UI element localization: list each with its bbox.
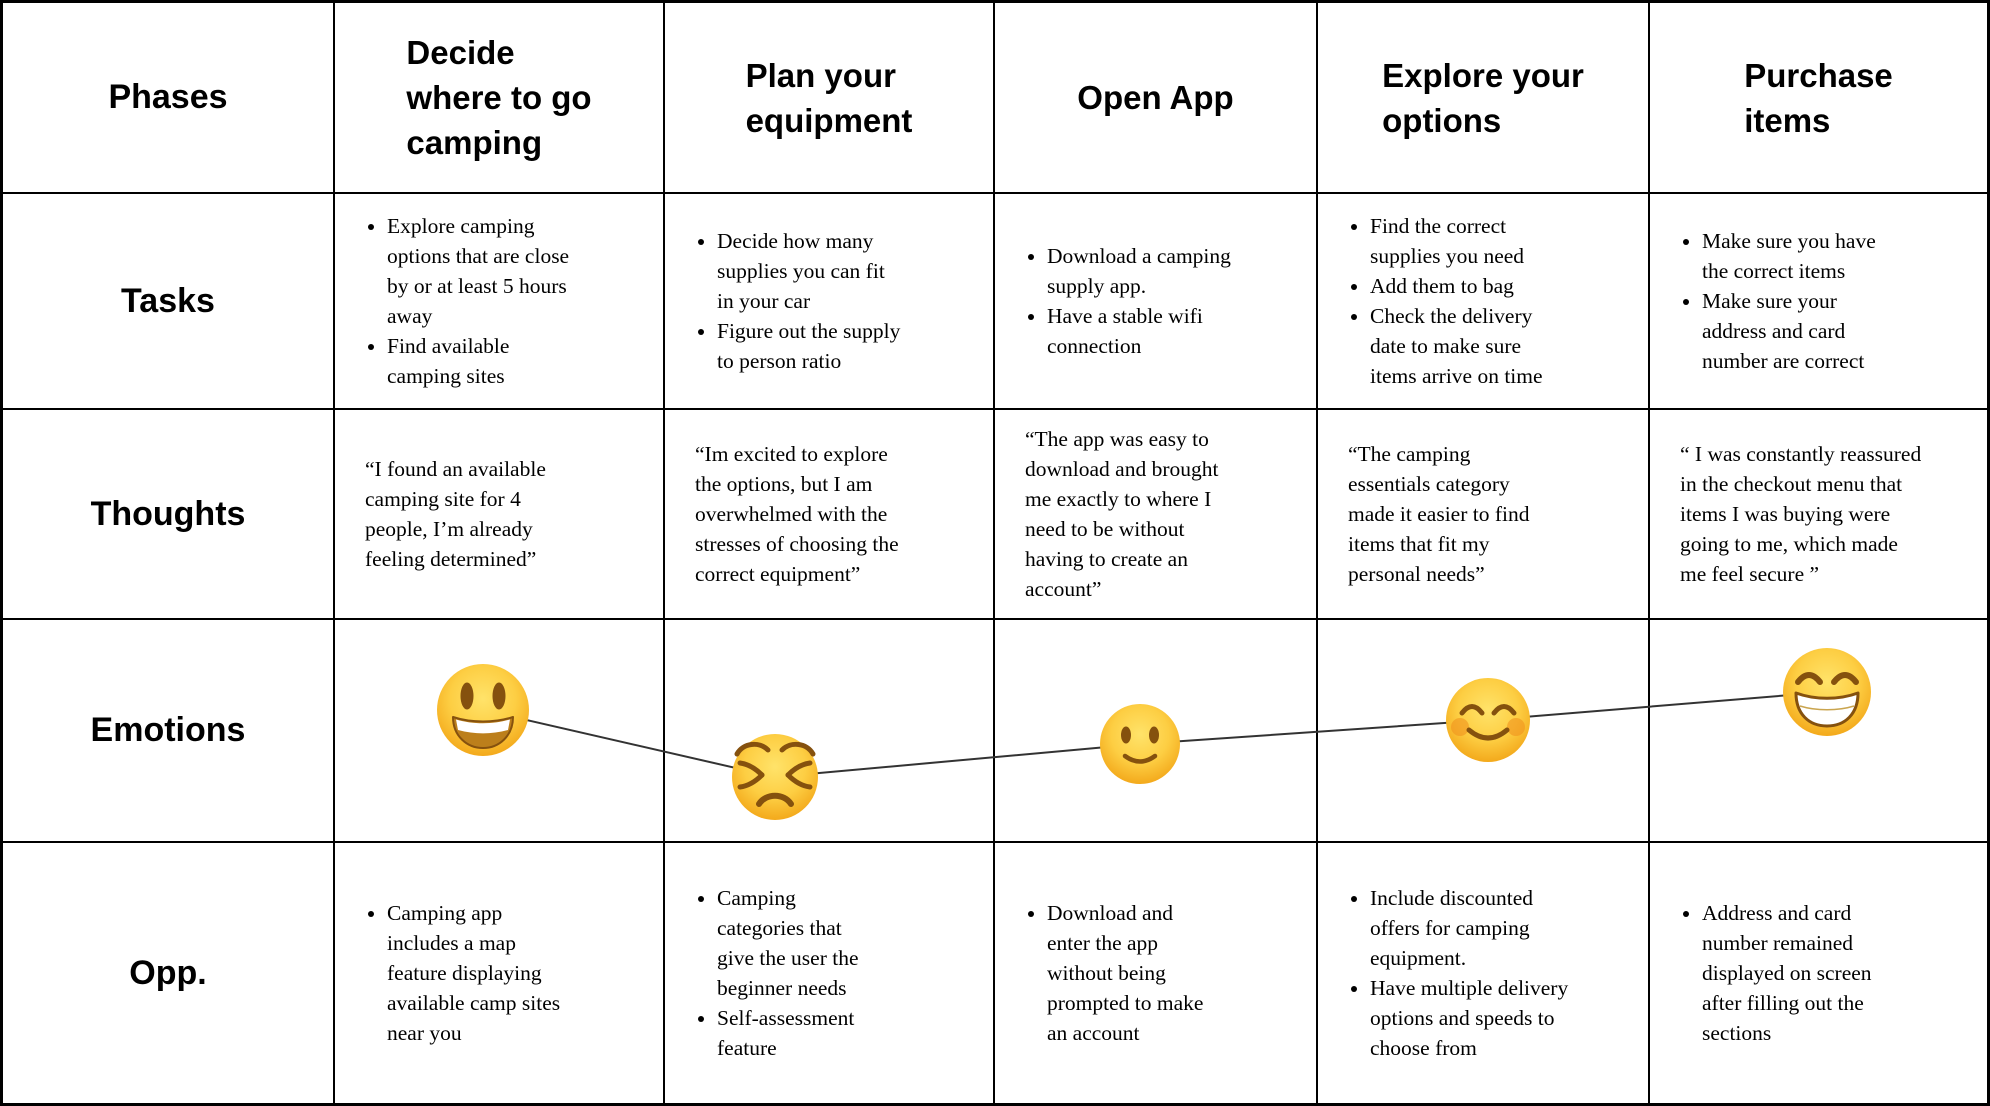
bullet-item: Make sure your address and card number a… bbox=[1702, 286, 1897, 376]
phase-header-text: Purchase items bbox=[1744, 56, 1893, 139]
thought-cell-plan: “Im excited to explore the options, but … bbox=[665, 410, 995, 620]
phases-label-text: Phases bbox=[108, 78, 228, 116]
thought-cell-open-app: “The app was easy to download and brough… bbox=[995, 410, 1318, 620]
emotions-label-text: Emotions bbox=[90, 711, 246, 749]
phase-header-text: Explore your options bbox=[1382, 56, 1584, 139]
tasks-list: Decide how many supplies you can fit in … bbox=[695, 226, 905, 376]
row-label-emotions: Emotions bbox=[3, 620, 335, 843]
phase-header-text: Open App bbox=[1077, 79, 1234, 116]
phase-header-explore: Explore your options bbox=[1318, 3, 1650, 194]
bullet-item: Include discounted offers for camping eq… bbox=[1370, 883, 1585, 973]
emotion-cell-open-app bbox=[995, 620, 1318, 843]
opportunity-cell-decide: Camping app includes a map feature displ… bbox=[335, 843, 665, 1103]
phase-header-decide: Decide where to go camping bbox=[335, 3, 665, 194]
bullet-item: Have multiple delivery options and speed… bbox=[1370, 973, 1585, 1063]
bullet-item: Have a stable wifi connection bbox=[1047, 301, 1247, 361]
phase-header-text: Decide where to go camping bbox=[406, 34, 592, 161]
opportunity-cell-open-app: Download and enter the app without being… bbox=[995, 843, 1318, 1103]
tasks-cell-explore: Find the correct supplies you needAdd th… bbox=[1318, 194, 1650, 410]
opportunity-list: Download and enter the app without being… bbox=[1025, 898, 1217, 1048]
thought-quote: “The app was easy to download and brough… bbox=[1025, 427, 1219, 601]
opportunity-cell-purchase: Address and card number remained display… bbox=[1650, 843, 1987, 1103]
opportunity-list: Camping app includes a map feature displ… bbox=[365, 898, 567, 1048]
tasks-cell-open-app: Download a camping supply app.Have a sta… bbox=[995, 194, 1318, 410]
phase-header-open-app: Open App bbox=[995, 3, 1318, 194]
thought-quote: “The camping essentials category made it… bbox=[1348, 442, 1530, 586]
tasks-list: Find the correct supplies you needAdd th… bbox=[1348, 211, 1570, 391]
tasks-cell-plan: Decide how many supplies you can fit in … bbox=[665, 194, 995, 410]
opportunity-list: Address and card number remained display… bbox=[1680, 898, 1902, 1048]
tasks-cell-purchase: Make sure you have the correct itemsMake… bbox=[1650, 194, 1987, 410]
bullet-item: Decide how many supplies you can fit in … bbox=[717, 226, 905, 316]
opportunity-cell-plan: Camping categories that give the user th… bbox=[665, 843, 995, 1103]
bullet-item: Download a camping supply app. bbox=[1047, 241, 1247, 301]
bullet-item: Download and enter the app without being… bbox=[1047, 898, 1217, 1048]
bullet-item: Explore camping options that are close b… bbox=[387, 211, 572, 331]
opportunities-label-text: Opp. bbox=[129, 953, 207, 992]
phase-header-purchase: Purchase items bbox=[1650, 3, 1987, 194]
phase-header-text: Plan your equipment bbox=[745, 56, 913, 139]
bullet-item: Address and card number remained display… bbox=[1702, 898, 1902, 1048]
emotion-cell-explore bbox=[1318, 620, 1650, 843]
thought-quote: “ I was constantly reassured in the chec… bbox=[1680, 442, 1922, 586]
tasks-cell-decide: Explore camping options that are close b… bbox=[335, 194, 665, 410]
thought-cell-decide: “I found an available camping site for 4… bbox=[335, 410, 665, 620]
tasks-list: Make sure you have the correct itemsMake… bbox=[1680, 226, 1897, 376]
row-label-thoughts: Thoughts bbox=[3, 410, 335, 620]
bullet-item: Find available camping sites bbox=[387, 331, 572, 391]
bullet-item: Figure out the supply to person ratio bbox=[717, 316, 905, 376]
phase-header-plan: Plan your equipment bbox=[665, 3, 995, 194]
thought-cell-explore: “The camping essentials category made it… bbox=[1318, 410, 1650, 620]
thought-quote: “Im excited to explore the options, but … bbox=[695, 442, 899, 586]
opportunity-list: Include discounted offers for camping eq… bbox=[1348, 883, 1585, 1063]
tasks-list: Download a camping supply app.Have a sta… bbox=[1025, 241, 1247, 361]
opportunity-list: Camping categories that give the user th… bbox=[695, 883, 882, 1063]
thoughts-label-text: Thoughts bbox=[90, 494, 246, 533]
bullet-item: Camping app includes a map feature displ… bbox=[387, 898, 567, 1048]
bullet-item: Camping categories that give the user th… bbox=[717, 883, 882, 1003]
thought-cell-purchase: “ I was constantly reassured in the chec… bbox=[1650, 410, 1987, 620]
bullet-item: Make sure you have the correct items bbox=[1702, 226, 1897, 286]
tasks-label-text: Tasks bbox=[121, 281, 215, 320]
bullet-item: Find the correct supplies you need bbox=[1370, 211, 1570, 271]
bullet-item: Add them to bag bbox=[1370, 271, 1570, 301]
row-label-opportunities: Opp. bbox=[3, 843, 335, 1103]
phases-corner-label: Phases bbox=[3, 3, 335, 194]
thought-quote: “I found an available camping site for 4… bbox=[365, 457, 546, 571]
opportunity-cell-explore: Include discounted offers for camping eq… bbox=[1318, 843, 1650, 1103]
emotion-cell-purchase bbox=[1650, 620, 1987, 843]
emotion-cell-plan bbox=[665, 620, 995, 843]
row-label-tasks: Tasks bbox=[3, 194, 335, 410]
bullet-item: Self-assessment feature bbox=[717, 1003, 882, 1063]
tasks-list: Explore camping options that are close b… bbox=[365, 211, 572, 391]
bullet-item: Check the delivery date to make sure ite… bbox=[1370, 301, 1570, 391]
emotion-cell-decide bbox=[335, 620, 665, 843]
